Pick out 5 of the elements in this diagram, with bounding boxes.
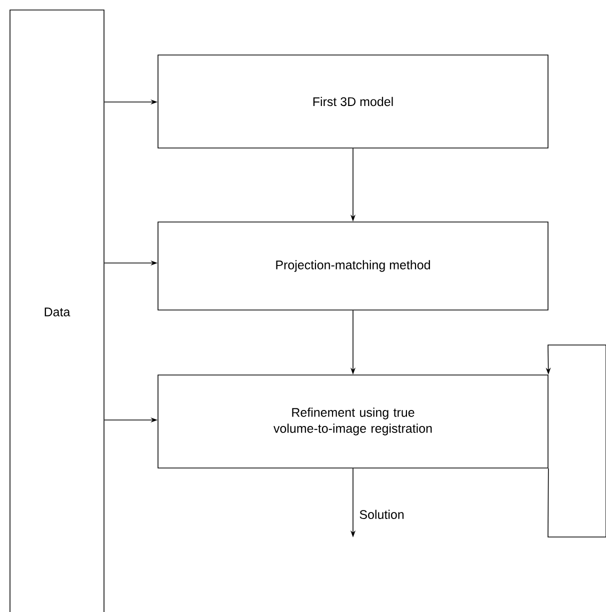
process-box: Refinement using true volume-to-image registration	[158, 374, 548, 468]
edge-label: Solution	[360, 510, 404, 519]
process-box: First 3D model	[158, 54, 548, 148]
process-box: Projection-matching method	[158, 222, 548, 310]
process-box: Data	[10, 10, 104, 612]
